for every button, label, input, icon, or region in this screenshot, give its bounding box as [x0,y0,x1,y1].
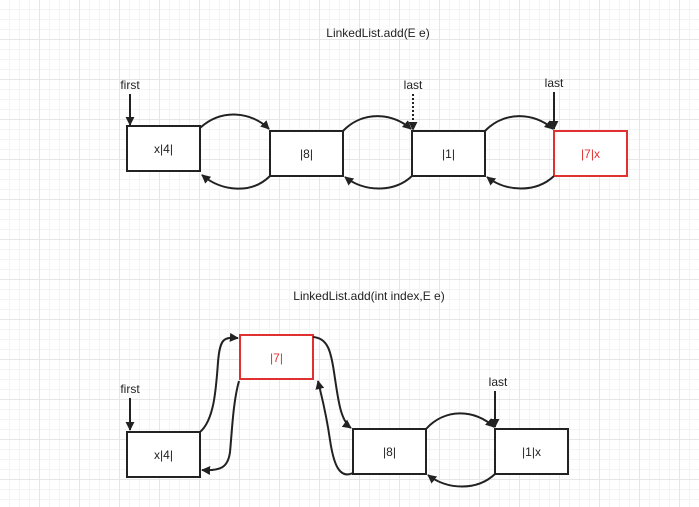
top-prev-arrow-3 [486,175,555,190]
bottom-title: LinkedList.add(int index,E e) [293,289,444,303]
top-next-arrow-3 [484,115,554,132]
top-title: LinkedList.add(E e) [326,26,429,40]
bottom-node-8-label: |8| [383,445,396,459]
bottom-node-7-label: |7| [270,351,283,365]
top-old-last-label: last [404,78,423,92]
top-node-8-label: |8| [300,147,313,161]
top-prev-arrow-1 [201,174,271,190]
bottom-prev-arrow-7-to-x4 [201,380,240,475]
top-node-x4-label: x|4| [154,142,173,156]
top-node-1: |1| [411,130,486,177]
bottom-node-1x: |1|x [494,428,569,475]
top-node-x4: x|4| [126,125,201,172]
top-node-7x: |7|x [553,130,628,177]
bottom-prev-arrow-8-to-7 [315,380,354,476]
top-node-1-label: |1| [442,147,455,161]
bottom-diagram: LinkedList.add(int index,E e) first last… [120,289,569,488]
top-prev-arrow-2 [344,175,413,190]
top-node-8: |8| [269,130,344,177]
bottom-node-7: |7| [239,334,314,380]
bottom-next-arrow-8-to-1x [425,412,495,430]
bottom-prev-arrow-1x-to-8 [427,473,496,488]
bottom-next-arrow-7-to-8 [312,336,352,429]
bottom-node-1x-label: |1|x [522,445,541,459]
bottom-last-label: last [489,375,508,389]
top-diagram: LinkedList.add(E e) first last last x|4|… [120,26,628,190]
top-first-label: first [120,78,140,92]
bottom-node-x4: x|4| [126,431,201,478]
top-new-last-label: last [545,76,564,90]
bottom-node-8: |8| [352,428,427,475]
bottom-node-x4-label: x|4| [154,448,173,462]
bottom-next-arrow-x4-to-7 [199,332,239,433]
top-node-7x-label: |7|x [581,147,600,161]
top-next-arrow-2 [342,115,412,132]
top-next-arrow-1 [199,113,270,130]
bottom-first-label: first [120,382,140,396]
